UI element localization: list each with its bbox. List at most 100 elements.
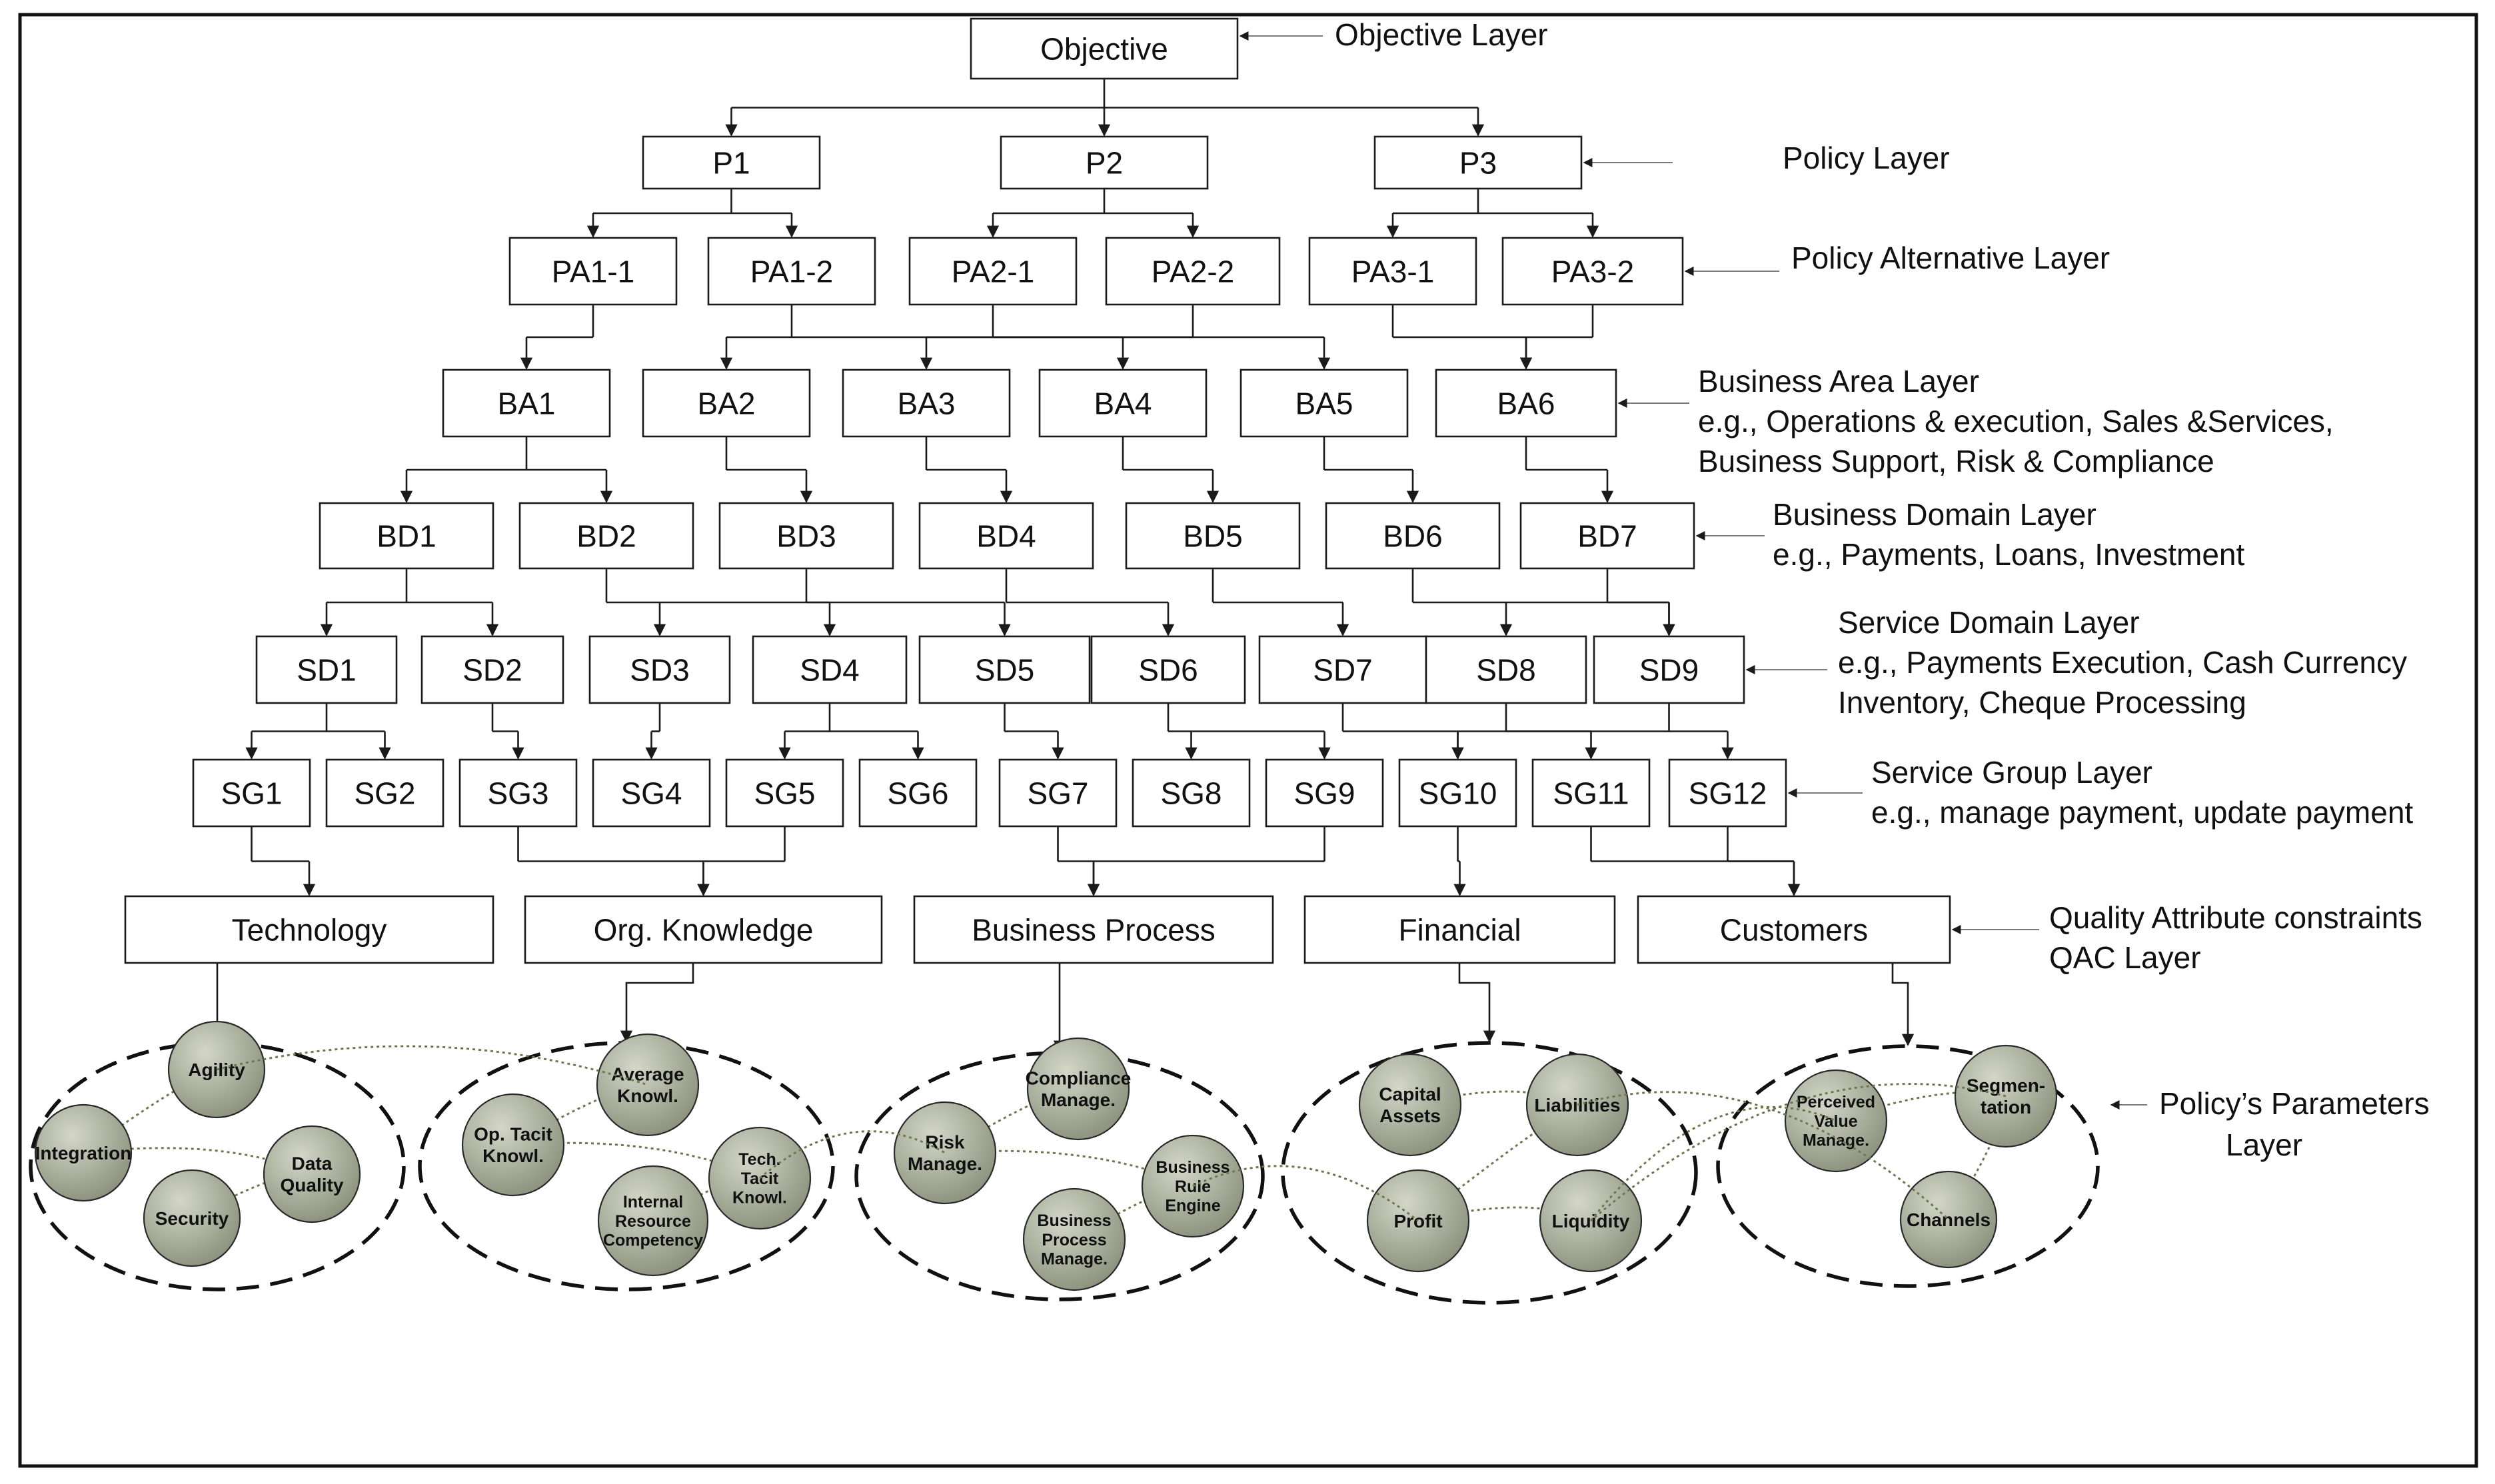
node-p2: P2: [1000, 135, 1209, 190]
parameter-circle: [1358, 1053, 1462, 1157]
parameter-circle: [1022, 1187, 1126, 1291]
parameter-label: Average: [611, 1064, 684, 1085]
node-ba5: BA5: [1240, 369, 1409, 438]
node-box: [1637, 895, 1951, 964]
layer-title: Objective Layer: [1335, 17, 1548, 52]
node-label: PA2-2: [1152, 255, 1234, 289]
node-sg3: SG3: [458, 758, 578, 828]
node-box: [908, 237, 1078, 306]
layer-title: Policy Alternative Layer: [1791, 241, 2110, 275]
node-label: SG3: [487, 776, 548, 811]
node-ba4: BA4: [1038, 369, 1208, 438]
node-label: BD6: [1383, 519, 1442, 554]
parameter-circle: [1784, 1069, 1888, 1173]
node-box: [1265, 758, 1384, 828]
node-box: [707, 237, 876, 306]
node-org-knowledge: Org. Knowledge: [524, 895, 883, 964]
parameter-circle: [263, 1125, 361, 1223]
cross-cluster-link: [1589, 1106, 1837, 1221]
node-sg12: SG12: [1668, 758, 1787, 828]
node-box: [1435, 369, 1617, 438]
node-sd5: SD5: [918, 635, 1091, 704]
node-objective: Objective: [970, 17, 1239, 80]
node-box: [1240, 369, 1409, 438]
node-sd1: SD1: [255, 635, 398, 704]
parameter-label: Manage.: [1803, 1131, 1869, 1150]
node-box: [998, 758, 1118, 828]
parameter-label: Perceived: [1797, 1093, 1875, 1112]
parameter-link: [1409, 1090, 1578, 1106]
layer-title: Business Area Layer: [1698, 364, 1979, 398]
node-label: P1: [712, 146, 750, 181]
node-sd8: SD8: [1425, 635, 1587, 704]
outer-frame: [18, 13, 2478, 1468]
parameter-circle: [597, 1165, 709, 1277]
node-financial: Financial: [1303, 895, 1616, 964]
node-ba1: BA1: [442, 369, 611, 438]
node-ba6: BA6: [1435, 369, 1617, 438]
node-box: [1593, 635, 1745, 704]
node-label: P2: [1086, 146, 1123, 181]
parameter-label: Engine: [1165, 1197, 1220, 1215]
node-box: [725, 758, 844, 828]
cross-cluster-link: [216, 1045, 648, 1086]
parameters-layer-label: Layer: [2226, 1127, 2302, 1162]
node-sd2: SD2: [420, 635, 564, 704]
layer-description: e.g., Operations & execution, Sales &Ser…: [1698, 404, 2334, 438]
parameter-label: Capital: [1379, 1084, 1441, 1105]
node-box: [970, 17, 1239, 80]
qac-to-cluster-arrow: [620, 963, 694, 1043]
layer-title: Business Domain Layer: [1773, 497, 2096, 532]
node-label: BD2: [576, 519, 636, 554]
node-label: SD5: [975, 653, 1034, 688]
node-box: [1325, 502, 1501, 570]
node-label: SG12: [1689, 776, 1767, 811]
node-sg5: SG5: [725, 758, 844, 828]
layer-description: e.g., Payments, Loans, Investment: [1773, 537, 2244, 572]
node-label: PA2-1: [952, 255, 1034, 289]
node-label: BD5: [1183, 519, 1242, 554]
node-box: [1105, 237, 1281, 306]
parameter-label: Tacit: [741, 1169, 779, 1188]
cross-cluster-link: [1577, 1091, 1950, 1221]
parameter-integration: Integration: [34, 1104, 133, 1202]
parameter-label: Knowl.: [482, 1145, 544, 1166]
node-box: [1668, 758, 1787, 828]
parameter-circle: [143, 1169, 241, 1267]
node-p3: P3: [1373, 135, 1583, 190]
layer-label-policy_alt: Policy Alternative Layer: [1791, 241, 2110, 275]
node-label: SD4: [800, 653, 859, 688]
layer-label-business_area: Business Area Layer e.g., Operations & ex…: [1698, 364, 2334, 478]
node-pa2-1: PA2-1: [908, 237, 1078, 306]
parameter-label: Security: [155, 1208, 229, 1229]
node-sg9: SG9: [1265, 758, 1384, 828]
node-sd9: SD9: [1593, 635, 1745, 704]
node-label: BA4: [1094, 386, 1152, 421]
parameter-circle: [596, 1033, 700, 1137]
node-sd6: SD6: [1090, 635, 1246, 704]
parameter-label: Risk: [925, 1132, 965, 1153]
node-sg7: SG7: [998, 758, 1118, 828]
parameter-label: Profit: [1393, 1211, 1442, 1231]
node-bd2: BD2: [518, 502, 694, 570]
parameters-layer-label: Policy’s Parameters: [2159, 1086, 2430, 1121]
node-pa3-2: PA3-2: [1501, 237, 1684, 306]
node-sd4: SD4: [752, 635, 908, 704]
parameter-label: Knowl.: [617, 1086, 678, 1106]
parameter-label: Manage.: [908, 1153, 982, 1174]
layer-description: e.g., manage payment, update payment: [1871, 795, 2413, 830]
node-box: [752, 635, 908, 704]
parameter-label: Process: [1042, 1231, 1106, 1249]
node-box: [442, 369, 611, 438]
node-label: SG11: [1553, 776, 1629, 811]
cluster-boundary: [29, 1041, 406, 1291]
node-box: [592, 758, 711, 828]
node-bd5: BD5: [1125, 502, 1301, 570]
